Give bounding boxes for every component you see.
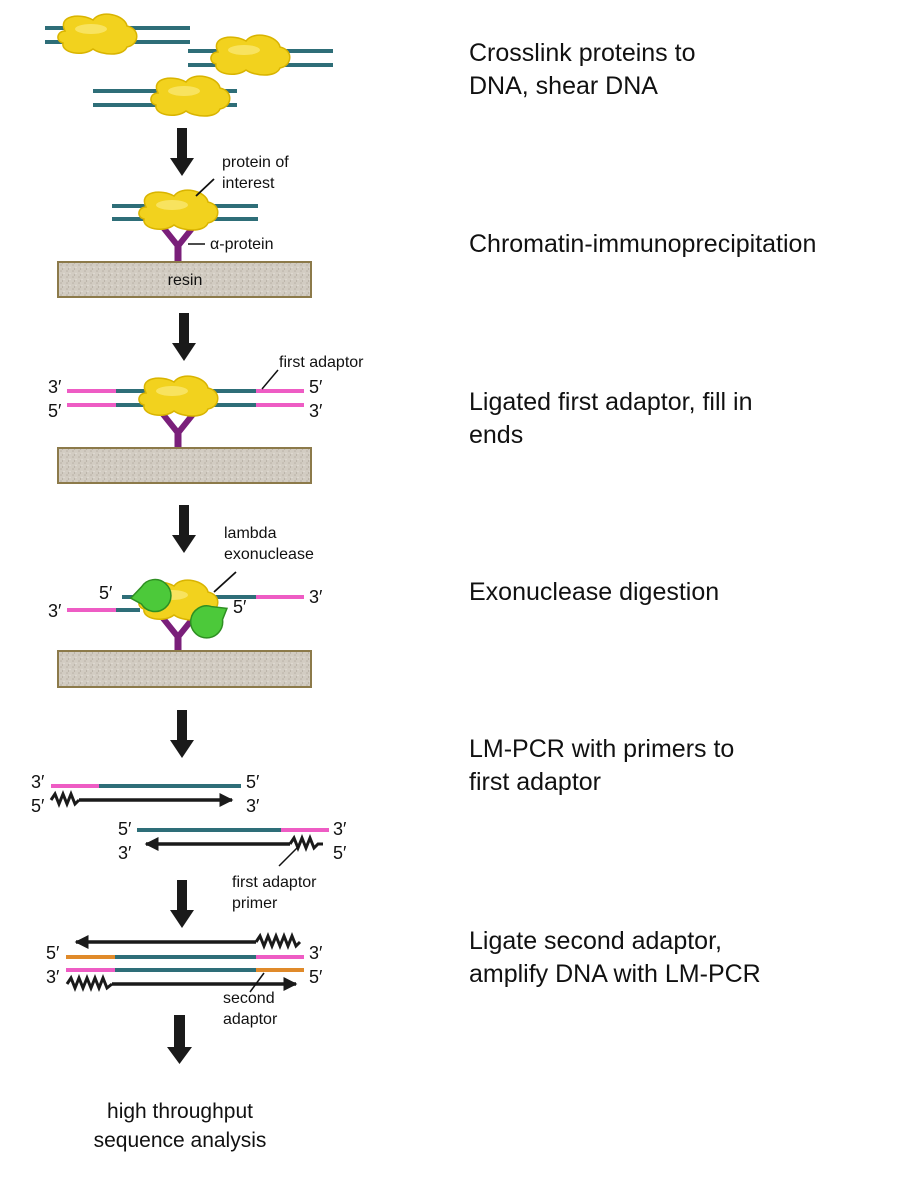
end-label-3prime: 3′ <box>48 601 62 621</box>
first-adaptor-primer-label-line2: primer <box>232 895 278 912</box>
flow-arrow-1 <box>170 128 194 176</box>
final-output-line2: sequence analysis <box>94 1129 267 1152</box>
end-label-3prime: 3′ <box>48 377 62 397</box>
lambda-exonuclease-label-line1: lambda <box>224 525 277 542</box>
step-3-line-1: Ligated first adaptor, fill in <box>469 388 753 416</box>
step-1-description: Crosslink proteins to DNA, shear DNA <box>469 37 695 103</box>
lm-pcr-group: 3′ 5′ 5′ 3′ 5′ 3′ 3′ 5′ first adaptor pr… <box>31 772 347 912</box>
antibody-icon <box>159 615 197 653</box>
first-adaptor-primer-label-line1: first adaptor <box>232 874 317 891</box>
step-5-description: LM-PCR with primers to first adaptor <box>469 733 734 799</box>
step-1-line-1: Crosslink proteins to <box>469 39 696 67</box>
end-label-3prime: 3′ <box>309 587 323 607</box>
step-2-description: Chromatin-immunoprecipitation <box>469 228 816 261</box>
protein-of-interest-label-line2: interest <box>222 175 275 192</box>
exonuclease-right-icon <box>189 605 229 639</box>
step-4-description: Exonuclease digestion <box>469 576 719 609</box>
lambda-exonuclease-label-line2: exonuclease <box>224 546 314 563</box>
protein-icon <box>210 34 291 76</box>
end-label-3prime: 3′ <box>333 819 347 839</box>
sheared-dna-group <box>45 13 333 117</box>
step-1-line-2: DNA, shear DNA <box>469 72 658 100</box>
flow-arrow-3 <box>172 505 196 553</box>
end-label-3prime: 3′ <box>118 843 132 863</box>
exonuclease-left-icon <box>129 578 172 613</box>
flow-arrow-6 <box>167 1015 192 1064</box>
end-label-5prime: 5′ <box>246 772 260 792</box>
antibody-icon <box>159 411 197 450</box>
resin-bead <box>57 650 312 688</box>
dna-fragment-3 <box>93 75 237 117</box>
step-3-description: Ligated first adaptor, fill in ends <box>469 386 753 452</box>
end-label-3prime: 3′ <box>31 772 45 792</box>
end-label-3prime: 3′ <box>309 401 323 421</box>
first-adaptor-label: first adaptor <box>279 354 364 371</box>
end-label-5prime: 5′ <box>31 796 45 816</box>
resin-bead <box>57 261 312 298</box>
step-6-description: Ligate second adaptor, amplify DNA with … <box>469 925 761 991</box>
exonuclease-group: 3′ 5′ 5′ 3′ lambda exonuclease <box>48 525 323 688</box>
end-label-5prime: 5′ <box>99 583 113 603</box>
dna-fragment-2 <box>188 34 333 76</box>
end-label-5prime: 5′ <box>233 597 247 617</box>
dna-fragment-1 <box>45 13 190 55</box>
resin-label: resin <box>168 272 203 289</box>
resin-bead <box>57 447 312 484</box>
alpha-protein-label: α-protein <box>210 236 274 253</box>
protein-of-interest-label-line1: protein of <box>222 154 289 171</box>
step-6-line-1: Ligate second adaptor, <box>469 927 722 955</box>
ligation-group: 3′ 5′ 5′ 3′ first adaptor <box>48 354 364 484</box>
antibody-icon <box>159 224 197 264</box>
step-5-line-2: first adaptor <box>469 768 602 796</box>
flow-arrow-2 <box>172 313 196 361</box>
second-adaptor-label-line1: second <box>223 990 275 1007</box>
end-label-5prime: 5′ <box>118 819 132 839</box>
end-label-5prime: 5′ <box>309 967 323 987</box>
second-adaptor-label-line2: adaptor <box>223 1011 278 1028</box>
flow-arrow-5 <box>170 880 194 928</box>
protein-icon <box>138 189 219 231</box>
step-5-line-1: LM-PCR with primers to <box>469 735 735 763</box>
chip-group: resin protein of interest α-protein <box>57 154 312 298</box>
end-label-3prime: 3′ <box>46 967 60 987</box>
end-label-3prime: 3′ <box>246 796 260 816</box>
end-label-5prime: 5′ <box>48 401 62 421</box>
step-6-line-2: amplify DNA with LM-PCR <box>469 960 761 988</box>
end-label-5prime: 5′ <box>309 377 323 397</box>
protein-icon <box>138 375 219 417</box>
protein-icon <box>150 75 231 117</box>
flow-arrow-4 <box>170 710 194 758</box>
end-label-3prime: 3′ <box>309 943 323 963</box>
final-output-line1: high throughput <box>107 1100 253 1123</box>
end-label-5prime: 5′ <box>46 943 60 963</box>
step-3-line-2: ends <box>469 421 524 449</box>
protein-icon <box>57 13 138 55</box>
step-4-line-1: Exonuclease digestion <box>469 578 720 606</box>
second-adaptor-group: 5′ 3′ 3′ 5′ second adaptor <box>46 931 323 1028</box>
end-label-5prime: 5′ <box>333 843 347 863</box>
step-2-line-1: Chromatin-immunoprecipitation <box>469 230 817 258</box>
